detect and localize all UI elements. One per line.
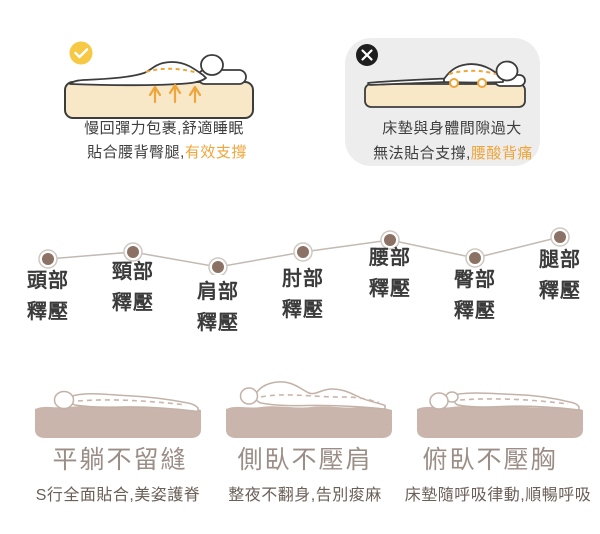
position-title-prone: 俯臥不壓胸 (422, 446, 558, 474)
sleep-position-prone-illustration (410, 376, 590, 438)
pressure-dot (465, 248, 485, 268)
position-subtitle-prone: 床墊隨呼吸律動,順暢呼吸 (404, 487, 592, 504)
pressure-dot (380, 230, 400, 250)
pressure-dot (123, 242, 143, 262)
sleep-position-side-illustration (219, 372, 399, 438)
pressure-point-label-elbow: 肘部釋壓 (282, 268, 324, 321)
mattress-silhouette (417, 406, 583, 438)
good-caption-prefix: 貼合腰背臀腿, (87, 144, 185, 161)
spine-dashed-line (260, 394, 380, 404)
sleeper-head (495, 60, 519, 82)
position-title-side: 側臥不壓肩 (237, 446, 373, 474)
bad-caption-line1: 床墊與身體間隙過大 (382, 120, 522, 137)
bad-mattress-drawing (356, 44, 526, 108)
check-icon (69, 41, 93, 65)
position-title-flat: 平躺不留縫 (52, 446, 188, 474)
sleeper-head (429, 392, 449, 410)
sleeper-head (200, 54, 224, 76)
sleeper-body (69, 61, 207, 87)
pressure-point-label-neck: 頸部釋壓 (112, 261, 154, 314)
position-subtitle-flat: S行全面貼合,美姿護脊 (35, 487, 201, 504)
sleeper-head (239, 387, 259, 405)
pressure-dot (550, 227, 570, 247)
flat-sleeper-drawing (35, 390, 201, 438)
gap-marker (449, 78, 459, 88)
sleeper-body (453, 392, 580, 411)
pressure-dot (38, 249, 58, 269)
sleeper-body (254, 381, 386, 410)
cross-icon (356, 44, 378, 66)
support-arrow (188, 85, 202, 104)
prone-sleeper-drawing (417, 391, 583, 438)
pressure-dot (208, 257, 228, 275)
mattress-silhouette (35, 406, 201, 438)
pressure-relief-curve (38, 227, 570, 275)
mattress-silhouette (226, 406, 392, 438)
position-subtitle-side: 整夜不翻身,告別痠麻 (228, 487, 382, 504)
good-example-illustration (60, 40, 260, 120)
spine-dashed-line (459, 398, 569, 405)
mattress-shape (64, 81, 254, 119)
gap-marker (477, 78, 487, 88)
sleeper-body (70, 392, 199, 413)
support-arrow (168, 83, 182, 104)
bad-caption-prefix: 無法貼合支撐, (373, 145, 471, 162)
good-caption-line1: 慢回彈力包裹,舒適睡眠 (84, 120, 244, 137)
spine-dashed-line (448, 69, 497, 75)
good-caption-highlight: 有效支撐 (184, 144, 247, 161)
pressure-point-label-hip: 臀部釋壓 (454, 269, 496, 322)
sleep-position-flat-illustration (28, 378, 208, 438)
pressure-point-label-waist: 腰部釋壓 (369, 247, 411, 300)
mattress-shape (364, 83, 526, 108)
bad-example-illustration (352, 44, 532, 110)
pressure-point-label-leg: 腿部釋壓 (539, 249, 581, 302)
pressure-dot (293, 242, 313, 262)
good-caption-line2: 貼合腰背臀腿,有效支撐 (54, 143, 280, 162)
bad-caption-line2: 無法貼合支撐,腰酸背痛 (348, 144, 558, 163)
good-mattress-drawing (64, 41, 254, 119)
pressure-point-label-shoulder: 肩部釋壓 (197, 281, 239, 334)
spine-dashed-line (145, 67, 199, 74)
support-arrow (148, 85, 162, 104)
pressure-point-label-head: 頭部釋壓 (27, 270, 69, 323)
sleeper-head (53, 390, 75, 410)
side-sleeper-drawing (226, 381, 392, 438)
spine-dashed-line (77, 399, 187, 406)
bad-caption-highlight: 腰酸背痛 (470, 145, 533, 162)
